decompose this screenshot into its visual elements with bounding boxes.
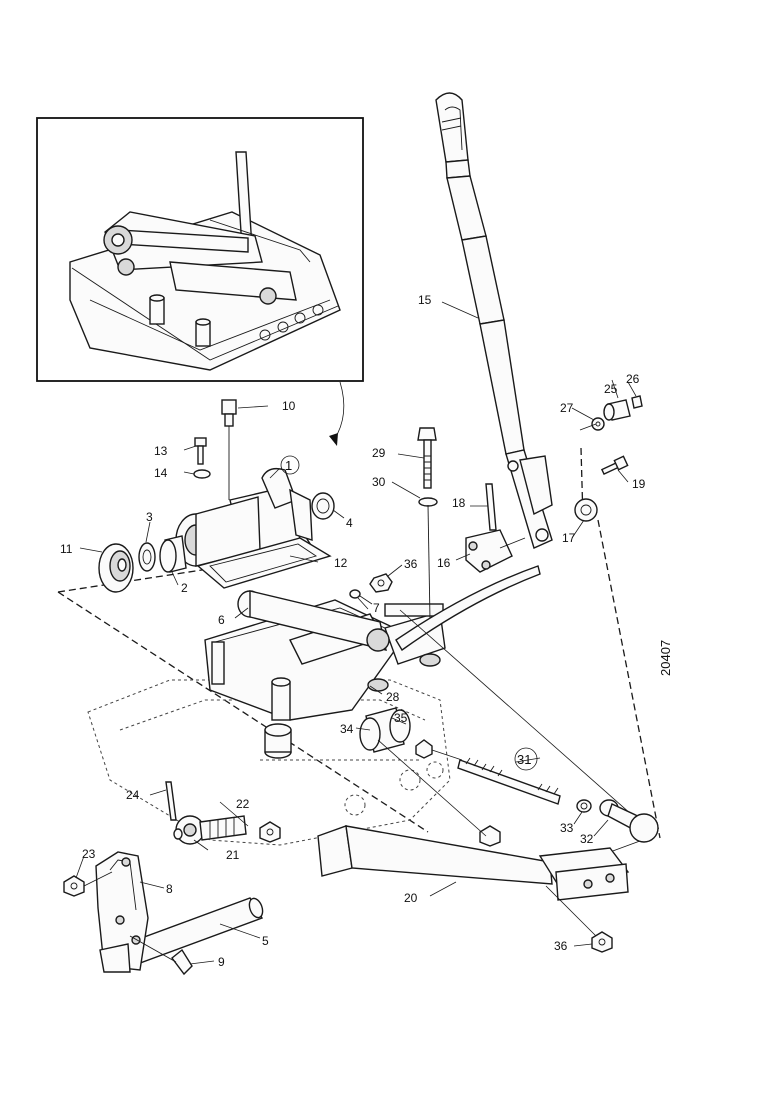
bolt-18 <box>485 483 497 531</box>
seal-ring <box>311 492 335 520</box>
bush-17 <box>574 498 598 522</box>
assembly-inset <box>36 117 364 382</box>
bolt-13 <box>194 437 207 465</box>
knob-cap <box>98 543 134 593</box>
gear-lever <box>435 92 553 549</box>
callout-19: 19 <box>632 477 646 491</box>
linkage-arm <box>237 590 390 652</box>
shift-rod <box>395 565 541 652</box>
screw-19 <box>600 455 629 476</box>
callout-14: 14 <box>154 466 168 480</box>
pivot-plate <box>465 529 526 573</box>
washer-33 <box>576 799 592 813</box>
nut-35 <box>415 739 433 759</box>
callout-10: 10 <box>282 399 296 413</box>
washer <box>138 542 156 572</box>
ball-joint-32 <box>599 799 659 843</box>
callout-26: 26 <box>626 372 640 386</box>
plug-10 <box>221 399 237 500</box>
callout-34: 34 <box>340 722 354 736</box>
callout-1: 1 <box>285 458 292 473</box>
inset-leader-arrow <box>329 433 338 446</box>
callout-35: 35 <box>394 711 408 725</box>
assembly-axis-diag <box>57 591 429 833</box>
callout-11: 11 <box>60 542 73 556</box>
bush-25 <box>603 399 631 421</box>
callout-33: 33 <box>560 821 574 835</box>
callout-18: 18 <box>452 496 466 510</box>
callout-30: 30 <box>372 475 386 489</box>
callout-7: 7 <box>373 601 380 615</box>
washer-30 <box>418 497 438 507</box>
callout-15: 15 <box>418 293 432 307</box>
ball-joint-21 <box>173 815 247 845</box>
callout-labels: 1 2 3 4 5 6 7 8 9 10 11 12 13 14 15 16 1… <box>60 293 646 969</box>
assembly-axis-right <box>597 519 661 839</box>
callout-27: 27 <box>560 401 574 415</box>
callout-28: 28 <box>386 690 400 704</box>
callout-8: 8 <box>166 882 173 896</box>
callout-12: 12 <box>334 556 348 570</box>
callout-22: 22 <box>236 797 250 811</box>
callout-36-upper: 36 <box>404 557 418 571</box>
callout-16: 16 <box>437 556 451 570</box>
callout-32: 32 <box>580 832 594 846</box>
callout-3: 3 <box>146 510 153 524</box>
callout-5: 5 <box>262 934 269 948</box>
callout-24: 24 <box>126 788 140 802</box>
nut-26 <box>631 395 643 409</box>
pin-7 <box>349 589 361 599</box>
washer-14 <box>193 469 211 479</box>
callout-4: 4 <box>346 516 353 530</box>
callout-23: 23 <box>82 847 96 861</box>
bolt-29 <box>417 427 437 489</box>
callout-25: 25 <box>604 382 618 396</box>
bushing <box>159 535 187 573</box>
nut-23 <box>63 875 85 897</box>
bracket-8 <box>95 851 149 973</box>
callout-13: 13 <box>154 444 168 458</box>
gasket <box>196 537 332 589</box>
callout-6: 6 <box>218 613 225 627</box>
inset-leader <box>333 381 345 441</box>
callout-31: 31 <box>517 752 531 767</box>
callout-2: 2 <box>181 581 188 595</box>
leader-lines <box>75 301 637 965</box>
nut-arm <box>479 825 501 847</box>
nut-22 <box>259 821 281 843</box>
nut-36-upper <box>369 573 393 593</box>
drawing-number: 20407 <box>658 640 673 676</box>
arm-20 <box>317 825 630 901</box>
callout-21: 21 <box>226 848 240 862</box>
callout-20: 20 <box>404 891 418 905</box>
washer-27 <box>591 417 605 431</box>
callout-9: 9 <box>218 955 225 969</box>
cable-24 <box>165 781 177 821</box>
callout-36-lower: 36 <box>554 939 568 953</box>
rod-31 <box>457 757 561 805</box>
callout-17: 17 <box>562 531 576 545</box>
callout-29: 29 <box>372 446 386 460</box>
nut-36-lower <box>591 931 613 953</box>
bolt-9 <box>129 935 193 976</box>
